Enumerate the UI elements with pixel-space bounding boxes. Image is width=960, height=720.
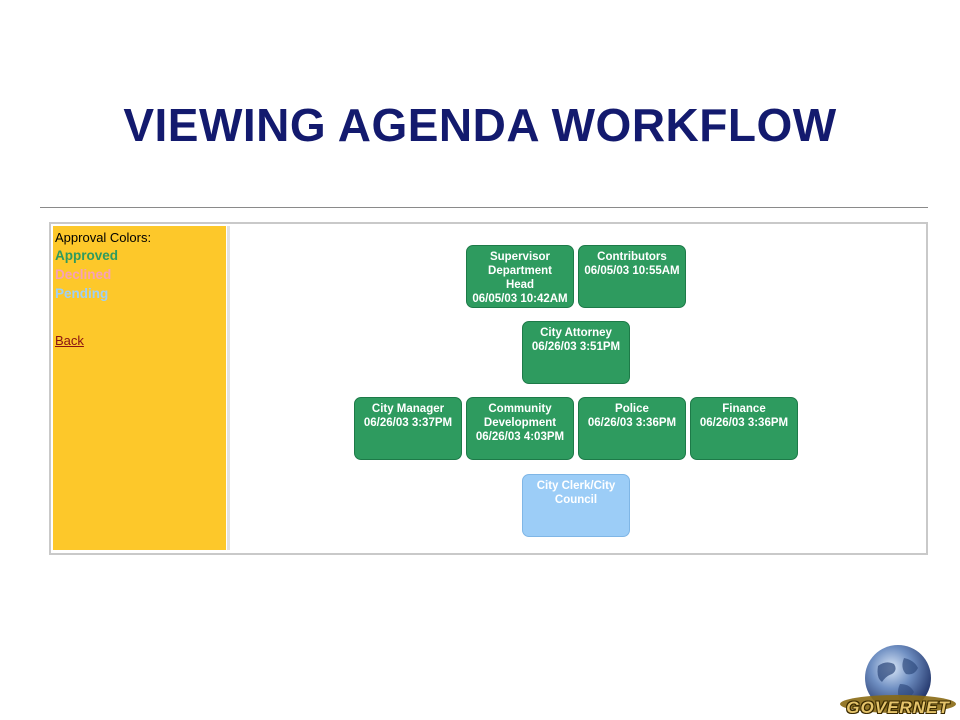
legend-approved: Approved xyxy=(55,248,119,263)
node-line: 06/05/03 10:55AM xyxy=(584,265,680,277)
workflow-node-contributors[interactable]: Contributors 06/05/03 10:55AM xyxy=(578,245,686,308)
node-line: Department xyxy=(488,265,552,277)
governet-logo: GOVERNET xyxy=(834,644,958,720)
legend-sidebar: Approval Colors: Approved Declined Pendi… xyxy=(53,226,226,550)
node-line: Contributors xyxy=(597,251,667,263)
legend-heading: Approval Colors: xyxy=(55,230,152,245)
node-line: Development xyxy=(483,417,557,429)
node-line: City Manager xyxy=(371,403,445,415)
node-line: 06/05/03 10:42AM xyxy=(472,293,568,305)
node-line: Police xyxy=(615,403,649,415)
globe-icon xyxy=(840,645,956,713)
workflow-node-police[interactable]: Police 06/26/03 3:36PM xyxy=(578,397,686,460)
node-line: Supervisor xyxy=(489,251,551,263)
frame-divider xyxy=(227,226,230,550)
slide-title: VIEWING AGENDA WORKFLOW xyxy=(123,99,837,151)
workflow-node-finance[interactable]: Finance 06/26/03 3:36PM xyxy=(690,397,798,460)
workflow-node-city-clerk[interactable]: City Clerk/City Council xyxy=(522,474,630,537)
node-line: Finance xyxy=(722,403,766,415)
node-line: 06/26/03 3:37PM xyxy=(363,417,453,429)
workflow-node-supervisor[interactable]: Supervisor Department Head 06/05/03 10:4… xyxy=(466,245,574,308)
node-line: 06/26/03 3:36PM xyxy=(587,417,677,429)
workflow-node-city-attorney[interactable]: City Attorney 06/26/03 3:51PM xyxy=(522,321,630,384)
back-link[interactable]: Back xyxy=(55,333,84,348)
legend-pending: Pending xyxy=(55,286,109,301)
node-line: Council xyxy=(554,494,598,506)
node-line: City Clerk/City xyxy=(536,480,616,492)
legend-declined: Declined xyxy=(55,267,112,282)
workflow-node-community-development[interactable]: Community Development 06/26/03 4:03PM xyxy=(466,397,574,460)
logo-text: GOVERNET xyxy=(846,698,950,717)
node-line: Head xyxy=(505,279,535,291)
node-line: City Attorney xyxy=(540,327,612,339)
node-line: 06/26/03 4:03PM xyxy=(475,431,565,443)
node-line: Community xyxy=(488,403,552,415)
node-line: 06/26/03 3:36PM xyxy=(699,417,789,429)
title-divider xyxy=(40,207,928,208)
node-line: 06/26/03 3:51PM xyxy=(531,341,621,353)
workflow-node-city-manager[interactable]: City Manager 06/26/03 3:37PM xyxy=(354,397,462,460)
